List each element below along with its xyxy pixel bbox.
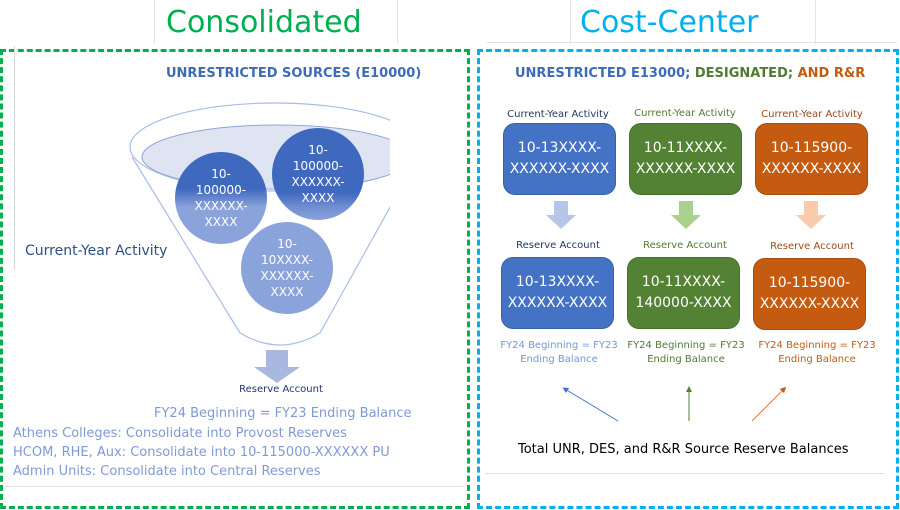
col3-activity-box: 10-115900- XXXXXX-XXXX (755, 123, 868, 195)
col3-down-arrow-icon (796, 201, 826, 229)
account-circle-1: 10- 100000- XXXXXX- XXXX (175, 152, 267, 244)
col2-down-arrow-icon (671, 201, 701, 229)
col1-balance-note: FY24 Beginning = FY23 Ending Balance (500, 340, 618, 365)
total-arrows (562, 386, 787, 422)
cost-center-inner-line (487, 42, 897, 43)
col2-reserve-label: Reserve Account (643, 240, 727, 251)
col3-reserve-label: Reserve Account (770, 241, 854, 252)
consolidated-note-1: Athens Colleges: Consolidate into Provos… (13, 426, 347, 441)
col1-reserve-box: 10-13XXXX- XXXXXX-XXXX (501, 257, 614, 329)
col2-activity-box: 10-11XXXX- XXXXXX-XXXX (629, 123, 742, 195)
cost-center-panel (477, 49, 899, 509)
consolidated-title: Consolidated (166, 5, 362, 40)
col3-balance-note: FY24 Beginning = FY23 Ending Balance (758, 340, 876, 365)
blue-arrow-icon (562, 387, 619, 422)
col1-reserve-label: Reserve Account (516, 240, 600, 251)
account-circle-2: 10- 100000- XXXXXX- XXXX (272, 128, 364, 220)
header-unrestricted: UNRESTRICTED E13000; (515, 66, 695, 81)
reserve-arrow-icon (254, 350, 300, 383)
cost-center-title-tab (570, 0, 816, 44)
orange-arrow-icon (751, 386, 787, 422)
header-designated: DESIGNATED; (694, 66, 798, 81)
header-rr: AND R&R (797, 66, 866, 81)
consolidated-header: UNRESTRICTED SOURCES (E10000) (166, 66, 422, 81)
consolidated-inner-frame (14, 46, 465, 270)
cost-center-divider (485, 473, 885, 474)
col3-activity-label: Current-Year Activity (761, 109, 863, 120)
col2-activity-label: Current-Year Activity (634, 108, 736, 119)
col1-activity-box: 10-13XXXX- XXXXXX-XXXX (503, 123, 616, 195)
cost-center-header: UNRESTRICTED E13000; DESIGNATED; AND R&R (515, 66, 865, 81)
current-year-activity-label: Current-Year Activity (25, 243, 168, 259)
consolidated-note-3: Admin Units: Consolidate into Central Re… (13, 464, 321, 479)
cost-center-title: Cost-Center (580, 5, 759, 40)
consolidated-panel (0, 46, 470, 509)
account-circle-3: 10- 10XXXX- XXXXXX- XXXX (241, 222, 333, 314)
col3-reserve-box: 10-115900- XXXXXX-XXXX (753, 258, 866, 330)
col1-activity-label: Current-Year Activity (507, 109, 609, 120)
consolidated-balance-note: FY24 Beginning = FY23 Ending Balance (154, 406, 412, 421)
consolidated-note-2: HCOM, RHE, Aux: Consolidate into 10-1150… (13, 445, 390, 460)
col2-balance-note: FY24 Beginning = FY23 Ending Balance (627, 340, 745, 365)
col1-down-arrow-icon (546, 201, 576, 229)
consolidated-reserve-label: Reserve Account (239, 384, 323, 395)
col2-reserve-box: 10-11XXXX- 140000-XXXX (627, 257, 740, 329)
funnel-body (131, 156, 390, 346)
consolidated-divider (5, 486, 465, 487)
total-reserve-label: Total UNR, DES, and R&R Source Reserve B… (518, 442, 849, 457)
consolidated-title-tab (154, 0, 398, 44)
